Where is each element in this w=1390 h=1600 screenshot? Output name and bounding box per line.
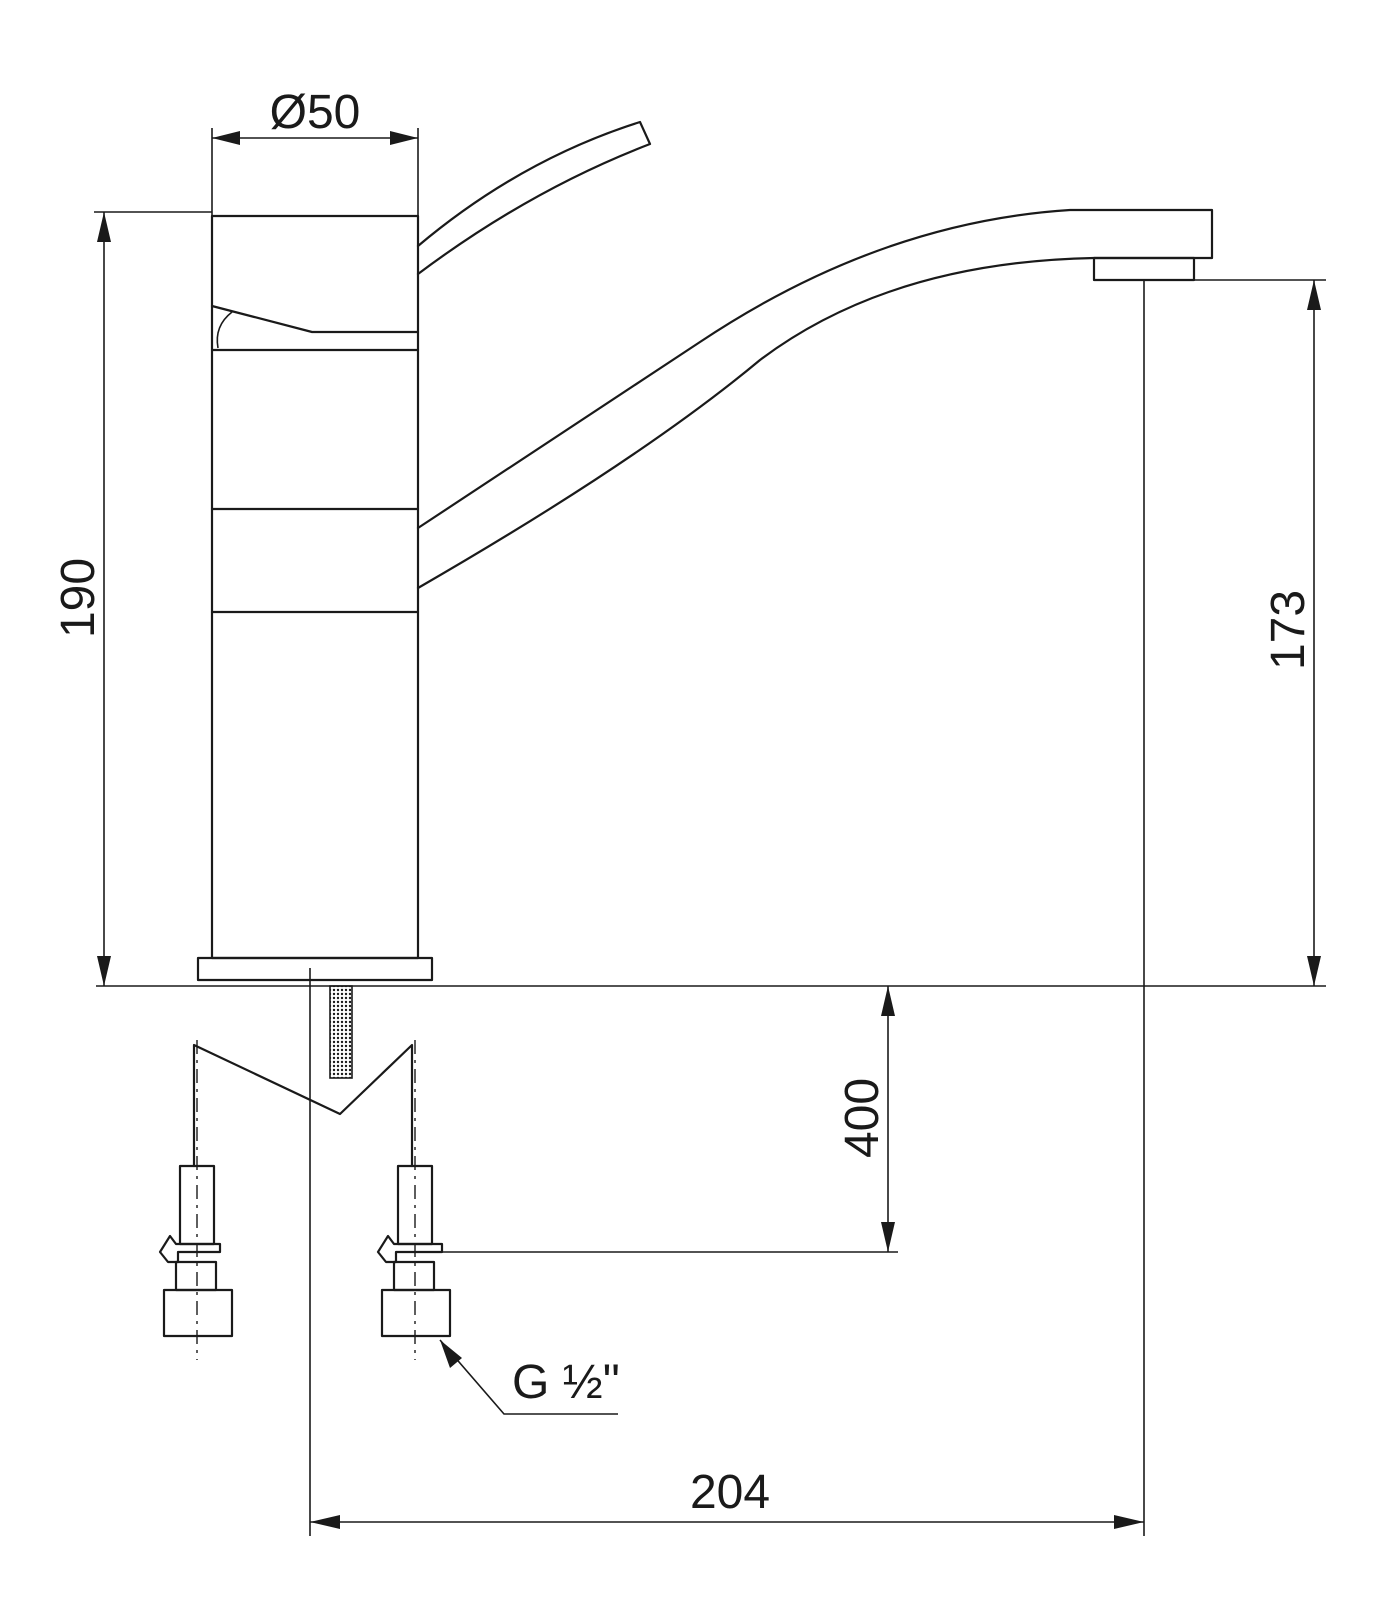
right-hose-connector [376,1040,452,1360]
dimension-total-height-label: 190 [52,558,105,638]
dimension-hose-length-label: 400 [836,1078,889,1158]
spout [416,208,1214,590]
flex-hoses [192,1043,414,1168]
dimension-diameter-label: Ø50 [270,86,361,139]
thread-callout-label: G ½" [512,1356,620,1409]
dimension-spout-reach: 204 [309,968,1144,1536]
dimension-hose-length: 400 [432,986,898,1253]
left-hose-connector [158,1040,234,1360]
lever-handle [416,120,652,276]
dimension-diameter: Ø50 [211,86,419,216]
dimension-spout-height-label: 173 [1262,590,1315,670]
faucet-body [196,214,434,982]
mounting-rod [329,985,353,1079]
dimension-spout-reach-label: 204 [690,1466,770,1519]
thread-callout: G ½" [439,1339,620,1415]
dimension-total-height: 190 [52,211,212,986]
dimension-spout-height: 173 [1194,279,1326,986]
